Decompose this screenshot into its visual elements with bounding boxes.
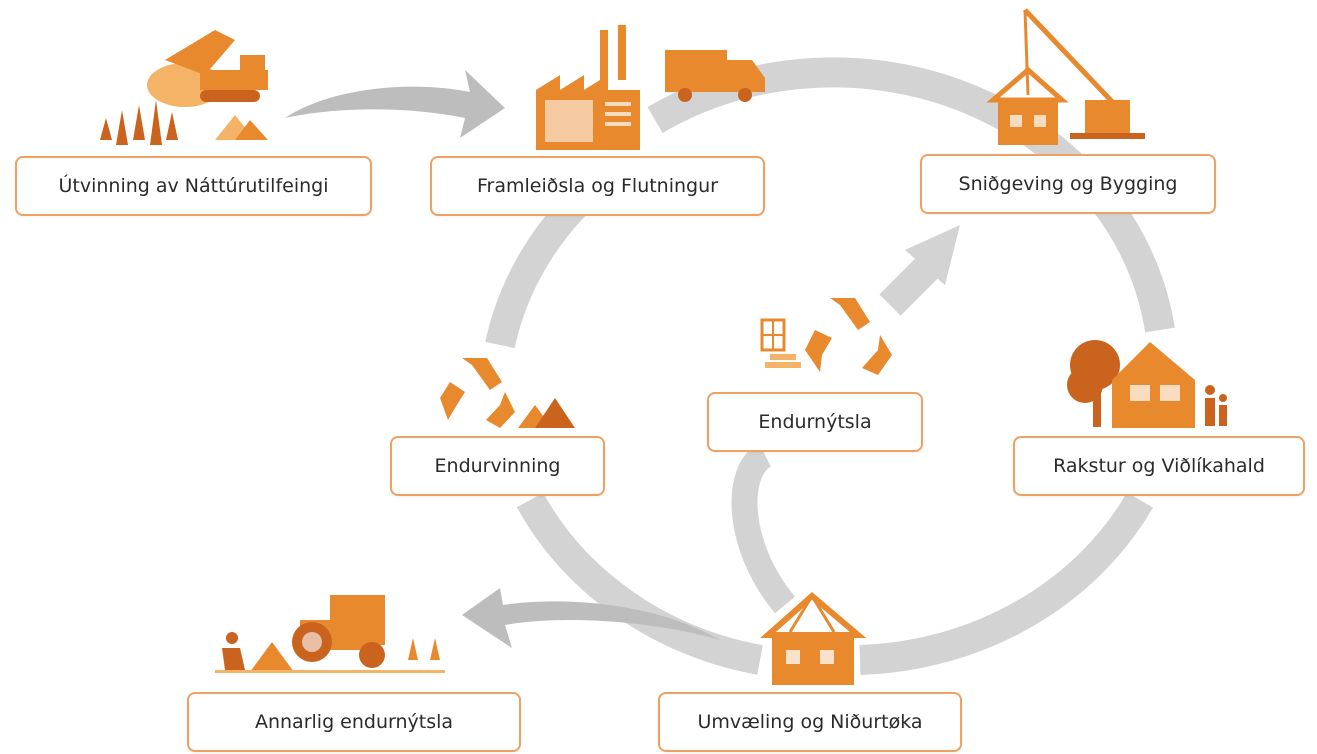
- stage-design: Sniðgeving og Bygging: [920, 154, 1216, 214]
- stage-reuse: Endurnýtsla: [707, 392, 923, 452]
- stage-other-reuse-label: Annarlig endurnýtsla: [254, 711, 454, 733]
- crane-house-icon: [986, 8, 1145, 145]
- stage-design-label: Sniðgeving og Bygging: [958, 173, 1178, 195]
- house-tree-family-icon: [1067, 340, 1227, 428]
- roadwork-icon: [215, 595, 445, 673]
- recycle-piles-icon: [440, 358, 575, 428]
- reuse-loop-arrow: [731, 443, 796, 614]
- stage-demolition-label: Umvæling og Niðurtøka: [697, 711, 923, 733]
- stage-recycling-label: Endurvinning: [434, 455, 561, 477]
- other-reuse-arrow: [462, 588, 720, 648]
- stage-operation-label: Rakstur og Viðlíkahald: [1053, 455, 1265, 477]
- recycle-bricks-icon: [760, 298, 892, 375]
- stage-other-reuse: Annarlig endurnýtsla: [187, 692, 521, 752]
- stage-demolition: Umvæling og Niðurtøka: [658, 692, 962, 752]
- stage-recycling: Endurvinning: [390, 436, 605, 496]
- stage-operation: Rakstur og Viðlíkahald: [1013, 436, 1305, 496]
- reuse-arrow-head: [905, 225, 960, 285]
- stage-manufacturing-label: Framleiðsla og Flutningur: [477, 175, 718, 197]
- factory-truck-icon: [536, 25, 765, 150]
- stage-extraction-label: Útvinning av Náttúrutilfeingi: [58, 175, 329, 197]
- house-frame-icon: [760, 592, 867, 685]
- stage-manufacturing: Framleiðsla og Flutningur: [430, 156, 765, 216]
- stage-extraction: Útvinning av Náttúrutilfeingi: [15, 156, 372, 216]
- excavator-forest-icon: [100, 30, 268, 145]
- extraction-arrow: [285, 70, 505, 138]
- stage-reuse-label: Endurnýtsla: [758, 411, 872, 433]
